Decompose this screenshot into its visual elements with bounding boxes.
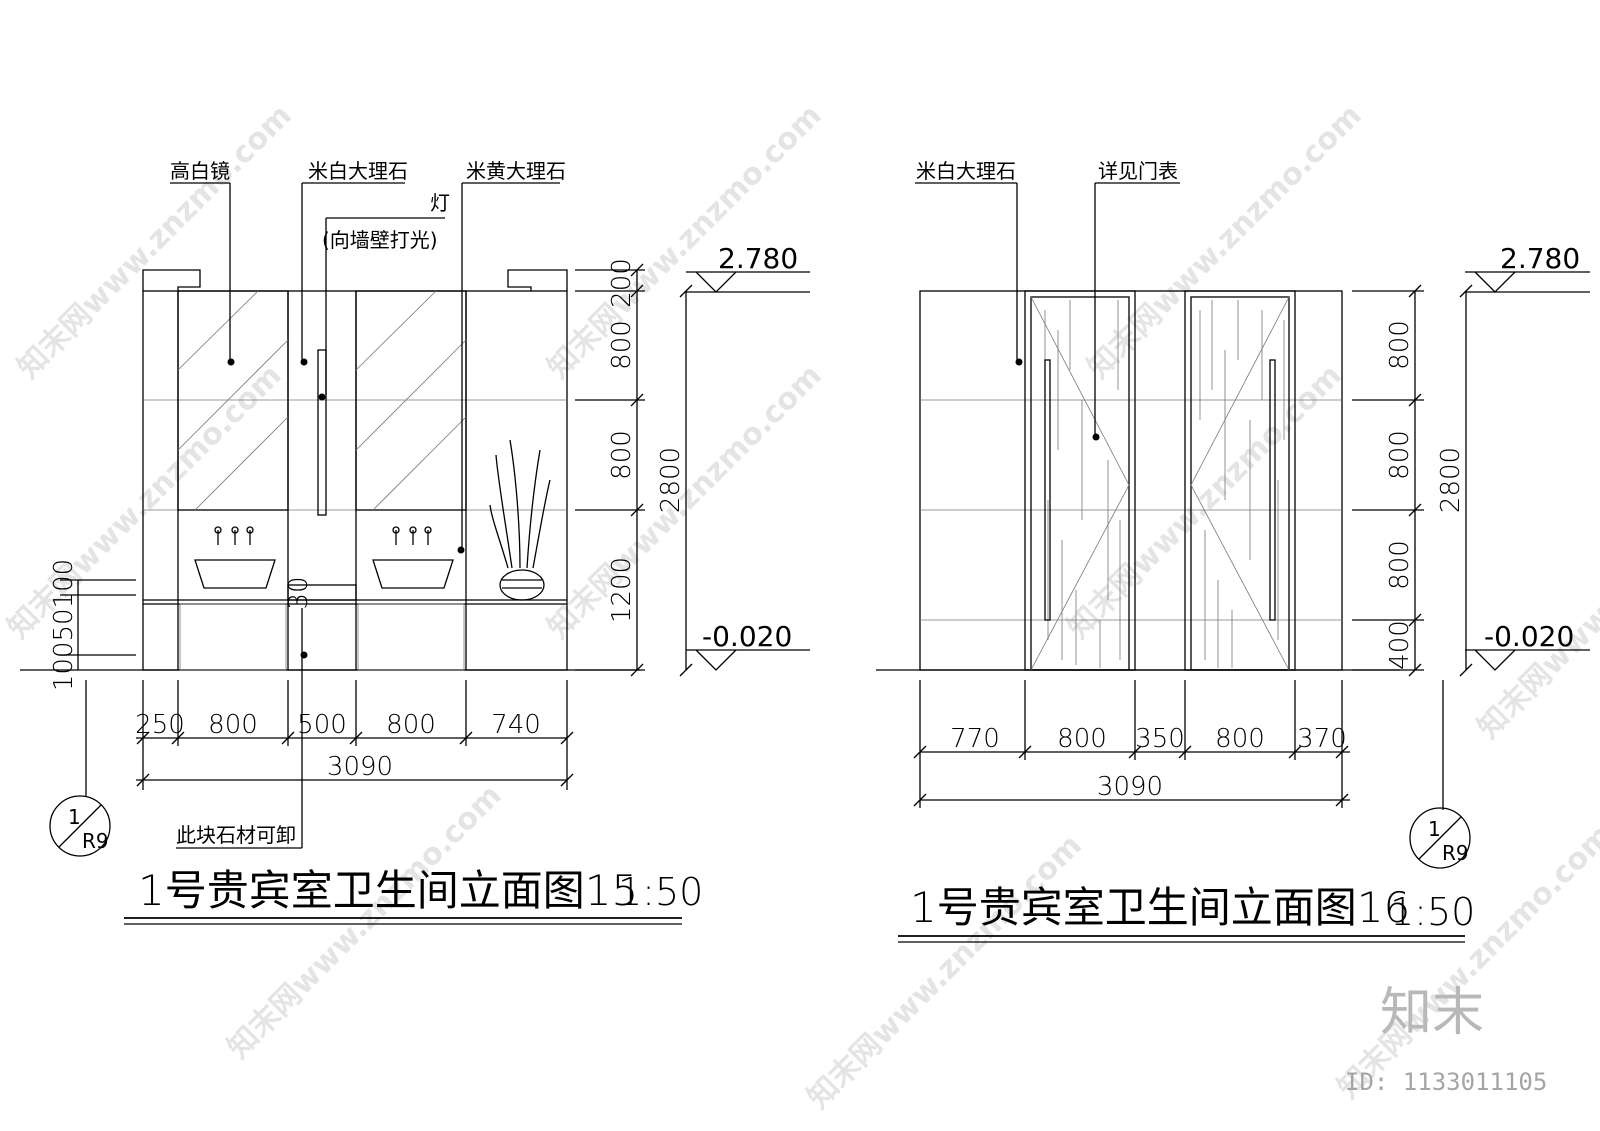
vdim-1200: 1200	[607, 557, 637, 623]
vdim-800: 800	[1385, 430, 1415, 480]
hdim-800: 800	[208, 710, 258, 740]
label-beige-marble: 米黄大理石	[466, 159, 566, 183]
image-id: ID: 1133011105	[1345, 1068, 1547, 1096]
basin-left	[194, 559, 276, 589]
watermark-text: 知末网www.znzmo.com	[1, 358, 289, 646]
leader-dot	[1092, 433, 1100, 441]
vdim-small: 30	[284, 576, 314, 609]
potted-plant	[489, 439, 551, 601]
hdim-total: 3090	[1097, 772, 1163, 802]
hdim-total: 3090	[327, 752, 393, 782]
watermark-text: 知末网www.znzmo.com	[221, 778, 509, 1066]
level-bottom-value: -0.020	[702, 620, 792, 653]
level-bottom-value: -0.020	[1484, 620, 1574, 653]
horizontal-dimension-lines	[913, 680, 1350, 808]
label-removable-stone: 此块石材可卸	[176, 823, 296, 847]
level-marker-top	[1465, 271, 1590, 293]
label-lamp: 灯	[430, 191, 450, 215]
drawing-title: 1号贵宾室卫生间立面图16	[910, 883, 1410, 932]
vertical-dimension-lines	[575, 263, 693, 677]
mirror-left	[177, 290, 289, 511]
drawing-title: 1号贵宾室卫生间立面图15	[138, 866, 638, 915]
label-mirror: 高白镜	[170, 159, 230, 183]
top-bracket-left	[142, 269, 201, 291]
hdim-800: 800	[386, 710, 436, 740]
watermark-text: 知末网www.znzmo.com	[11, 98, 299, 386]
leader-dot	[318, 393, 326, 401]
mirror-right	[355, 290, 467, 511]
label-lamp-note: (向墙壁打光)	[322, 228, 438, 252]
left-small-dims	[60, 579, 136, 670]
vdim-800: 800	[607, 430, 637, 480]
label-white-marble: 米白大理石	[916, 159, 1016, 183]
basin-right	[372, 559, 454, 589]
wall-outline	[142, 290, 568, 671]
door-left	[1024, 290, 1136, 671]
callout-ref: R9	[82, 829, 109, 853]
drawing-scale: 1:50	[618, 870, 703, 914]
horizontal-dimension-lines	[136, 680, 574, 790]
mirror-hatching	[177, 290, 467, 511]
hdim-370: 370	[1297, 724, 1347, 754]
vdim-400: 400	[1385, 620, 1415, 670]
vdim-800: 800	[1385, 540, 1415, 590]
section-callout: 1 R9	[1409, 807, 1471, 869]
watermark-layer: 知末网www.znzmo.com 知末网www.znzmo.com 知末网www…	[1, 98, 1600, 1116]
watermark-text: 知末网www.znzmo.com	[1471, 458, 1600, 746]
label-door-table: 详见门表	[1098, 159, 1178, 183]
vdim-200: 200	[607, 258, 637, 308]
leader-dot	[227, 358, 235, 366]
door-right	[1184, 290, 1296, 671]
vertical-dimension-lines	[1352, 284, 1473, 677]
watermark-text: 知末网www.znzmo.com	[1081, 98, 1369, 386]
level-top-value: 2.780	[1500, 242, 1580, 275]
elevation-16: 米白大理石 详见门表 2.780 -0.020	[876, 159, 1590, 943]
top-bracket-right	[507, 269, 568, 291]
label-white-marble: 米白大理石	[308, 159, 408, 183]
stone-panel	[179, 603, 287, 671]
wall-lamp	[317, 349, 327, 516]
hdim-740: 740	[491, 710, 541, 740]
stone-panel	[357, 603, 465, 671]
vdim-left-stack: 10050100	[49, 559, 79, 691]
leader-dot	[300, 358, 308, 366]
elevation-15: 高白镜 米白大理石 米黄大理石 灯 (向墙壁打光) 此块石材可卸 2.780 -…	[20, 159, 810, 925]
level-top-value: 2.780	[718, 242, 798, 275]
vdim-total: 2800	[656, 447, 686, 513]
removable-stone	[287, 584, 357, 601]
faucets	[214, 526, 432, 545]
leader-lines	[915, 182, 1180, 436]
leader-dot	[300, 651, 308, 659]
hdim-250: 250	[135, 710, 185, 740]
leader-lines	[170, 182, 560, 849]
drawing-scale: 1:50	[1390, 890, 1475, 934]
hdim-500: 500	[297, 710, 347, 740]
callout-number: 1	[1428, 817, 1441, 841]
vdim-total: 2800	[1436, 447, 1466, 513]
level-marker-top	[686, 271, 810, 293]
level-marker-bottom	[1465, 649, 1590, 671]
section-callout: 1 R9	[49, 795, 111, 857]
vdim-800: 800	[1385, 320, 1415, 370]
brand-watermark: 知末	[1380, 983, 1484, 1043]
vdim-800: 800	[607, 320, 637, 370]
hdim-770: 770	[950, 724, 1000, 754]
callout-ref: R9	[1442, 841, 1469, 865]
leader-dot	[457, 546, 465, 554]
hdim-800: 800	[1057, 724, 1107, 754]
leader-dot	[1015, 358, 1023, 366]
hdim-800: 800	[1215, 724, 1265, 754]
level-marker-bottom	[686, 649, 810, 671]
callout-number: 1	[68, 805, 81, 829]
hdim-350: 350	[1135, 724, 1185, 754]
watermark-text: 知末网www.znzmo.com	[801, 828, 1089, 1116]
